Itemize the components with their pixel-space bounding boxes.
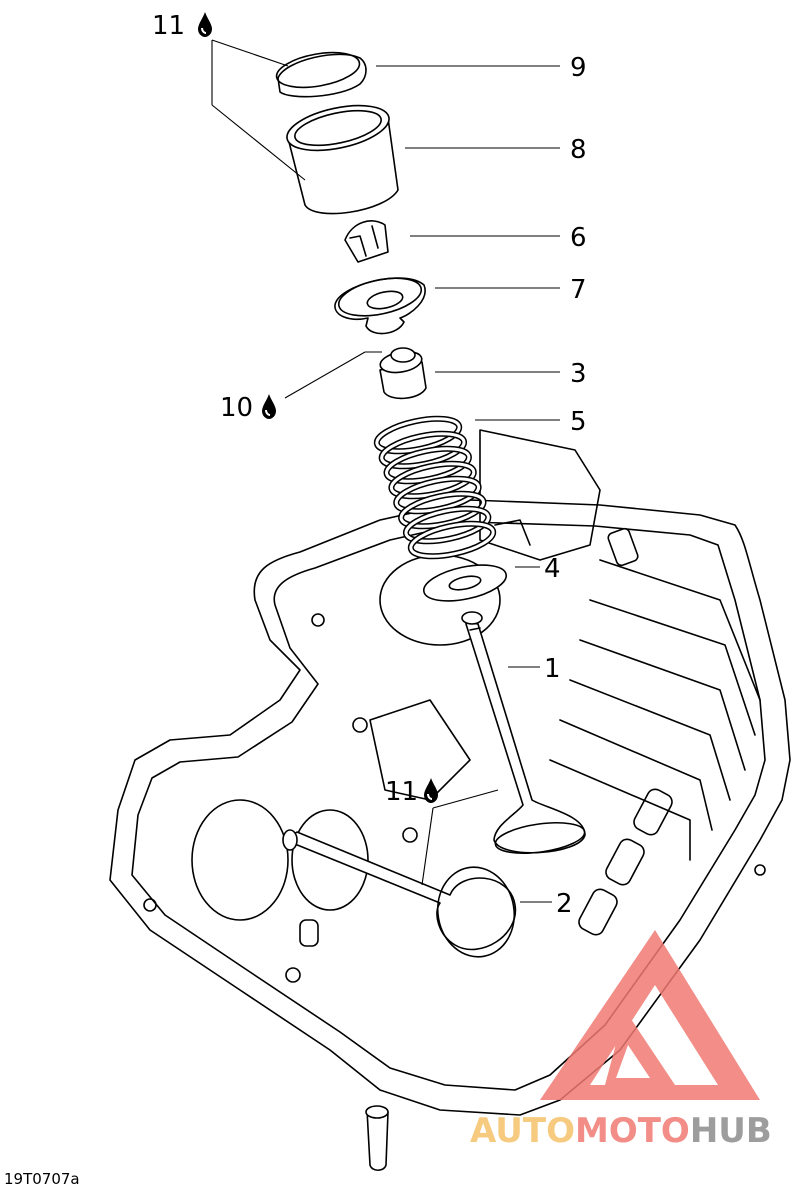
spring-retainer (334, 277, 426, 335)
oil-drop-icon (262, 394, 276, 419)
callout-5: 5 (570, 407, 587, 437)
callout-11-top: 11 (152, 11, 185, 41)
callout-9: 9 (570, 53, 587, 83)
callout-11-mid: 11 (385, 777, 418, 807)
warning-triangle-icon (540, 930, 760, 1100)
valve-2 (282, 829, 517, 958)
valve-cotters (344, 220, 389, 263)
watermark-auto: AUTO (470, 1111, 575, 1151)
watermark-hub: HUB (690, 1111, 772, 1151)
oil-drop-icon (424, 778, 438, 803)
watermark: AUTOMOTOHUB (470, 930, 772, 1151)
callout-10: 10 (220, 393, 253, 423)
callout-7: 7 (570, 275, 587, 305)
spring-seat-washer (422, 564, 508, 602)
callout-6: 6 (570, 223, 587, 253)
valve-stem-seal (379, 347, 427, 400)
valve-1 (461, 611, 586, 855)
valve-spring (373, 415, 497, 560)
watermark-moto: MOTO (575, 1111, 690, 1151)
callout-8: 8 (570, 135, 587, 165)
leader-lines (211, 39, 560, 903)
oil-drop-icon (198, 12, 212, 37)
svg-text:AUTOMOTOHUB: AUTOMOTOHUB (470, 1111, 772, 1151)
bucket-tappet (286, 104, 399, 215)
cylinder-head (109, 429, 791, 1172)
callout-1: 1 (544, 654, 561, 684)
callout-4: 4 (544, 554, 561, 584)
callout-3: 3 (570, 359, 587, 389)
figure-code: 19T0707a (4, 1170, 80, 1188)
callout-2: 2 (556, 889, 573, 919)
valve-shim (275, 51, 367, 98)
